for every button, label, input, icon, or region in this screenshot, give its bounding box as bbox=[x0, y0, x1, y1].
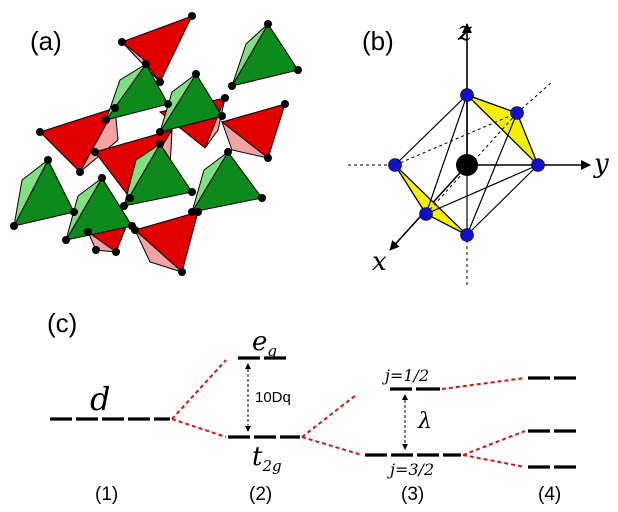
j-half-label: j=1/2 bbox=[382, 366, 429, 385]
column-label-4: (4) bbox=[538, 484, 561, 505]
x-axis-dashed bbox=[516, 81, 553, 114]
panel-c-label: (c) bbox=[47, 308, 77, 338]
d-label: d bbox=[90, 380, 110, 418]
red-tetrahedron bbox=[39, 106, 119, 173]
column-4-levels bbox=[528, 376, 576, 469]
column-label-1: (1) bbox=[95, 484, 118, 505]
y-axis-label: y bbox=[593, 149, 609, 179]
lambda-label: λ bbox=[417, 409, 432, 434]
center-atom bbox=[456, 154, 478, 176]
tenDq-label: 10Dq bbox=[255, 389, 291, 406]
red-tetrahedron bbox=[220, 103, 286, 159]
column-label-3: (3) bbox=[401, 484, 424, 505]
atom-dots bbox=[10, 12, 302, 276]
z-axis-label: z bbox=[457, 17, 472, 47]
panel-a: (a) bbox=[10, 12, 302, 276]
green-tetrahedron bbox=[190, 151, 263, 213]
red-tetrahedron bbox=[133, 211, 199, 273]
green-tetrahedron bbox=[158, 73, 223, 133]
ligand-atoms bbox=[388, 88, 545, 242]
t2g-label: t2g bbox=[252, 442, 282, 475]
eg-label: eg bbox=[252, 327, 277, 360]
column-label-2: (2) bbox=[249, 484, 272, 505]
green-tetrahedron bbox=[230, 23, 299, 87]
panel-c: (c) d eg t2g 10Dq j=1/2 bbox=[47, 308, 576, 505]
panel-b-label: (b) bbox=[362, 26, 394, 56]
connectors bbox=[171, 359, 526, 468]
panel-b: (b) z y x bbox=[348, 17, 609, 285]
panel-a-label: (a) bbox=[30, 26, 62, 56]
green-tetrahedron bbox=[13, 158, 75, 227]
x-axis-label: x bbox=[372, 247, 387, 277]
green-tetrahedron bbox=[65, 177, 133, 241]
j-three-half-label: j=3/2 bbox=[387, 460, 434, 479]
green-tetrahedron bbox=[123, 143, 193, 207]
